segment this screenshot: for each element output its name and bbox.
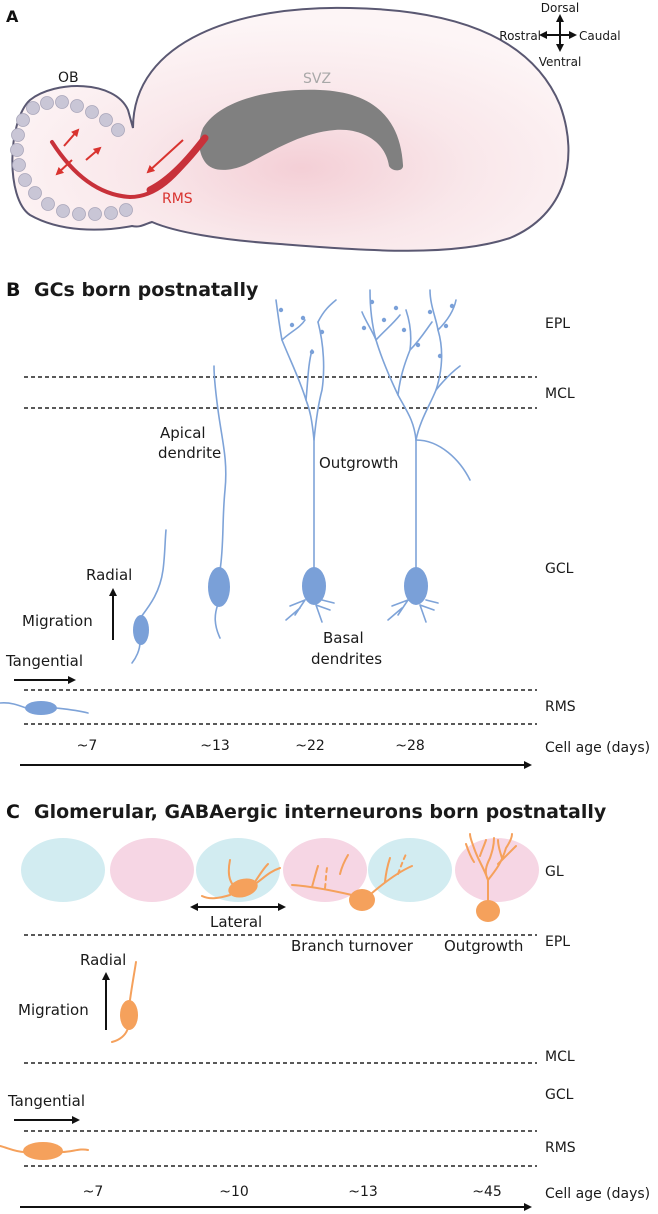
panel-c-letter: C <box>6 801 20 823</box>
gc-radial-cell <box>131 529 167 664</box>
rms-label: RMS <box>162 191 193 207</box>
age-b-2: ~22 <box>295 738 325 754</box>
migration-label-b: Migration <box>22 612 93 630</box>
panel-b-title: GCs born postnatally <box>34 279 259 301</box>
layer-mcl-c: MCL <box>545 1049 575 1065</box>
layer-rms-b: RMS <box>545 699 576 715</box>
panel-a: A SVZ OB <box>6 1 621 252</box>
panel-c: C Glomerular, GABAergic interneurons bor… <box>0 801 650 1211</box>
age-c-3: ~45 <box>472 1184 502 1200</box>
layer-gl-c: GL <box>545 864 564 880</box>
svz-region <box>199 89 404 171</box>
interneuron-outgrowth-cell <box>465 833 517 922</box>
age-b-1: ~13 <box>200 738 230 754</box>
branch-turnover-label: Branch turnover <box>291 937 414 955</box>
layer-epl-b: EPL <box>545 316 570 332</box>
lateral-label: Lateral <box>210 913 262 931</box>
ob-cell-dots <box>10 95 133 221</box>
tangential-label-c: Tangential <box>7 1092 85 1110</box>
radial-label-b: Radial <box>86 566 132 584</box>
age-axis-label-c: Cell age (days) <box>545 1186 650 1202</box>
gc-outgrowth-cell <box>275 299 337 623</box>
compass-caudal: Caudal <box>579 29 621 43</box>
layer-rms-c: RMS <box>545 1140 576 1156</box>
gc-mature-cell <box>361 289 471 623</box>
age-b-3: ~28 <box>395 738 425 754</box>
gc-apical-dendrite-cell <box>208 365 230 639</box>
panel-b: B GCs born postnatally EPL MCL GCL RMS T… <box>0 279 650 769</box>
svz-label: SVZ <box>303 71 331 87</box>
panel-b-letter: B <box>6 279 20 301</box>
radial-label-c: Radial <box>80 951 126 969</box>
gc-tangential-cell <box>0 701 89 715</box>
migration-label-c: Migration <box>18 1001 89 1019</box>
migration-arrows <box>55 128 184 176</box>
age-c-0: ~7 <box>83 1184 104 1200</box>
interneuron-radial-cell <box>111 961 138 1043</box>
compass-dorsal: Dorsal <box>541 1 579 15</box>
basal-label-1: Basal <box>323 629 364 647</box>
age-b-0: ~7 <box>77 738 98 754</box>
tangential-label-b: Tangential <box>5 652 83 670</box>
age-axis-label-b: Cell age (days) <box>545 740 650 756</box>
interneuron-lateral-cell <box>201 859 281 900</box>
interneuron-branch-turnover-cell <box>291 851 413 911</box>
outgrowth-label-c: Outgrowth <box>444 937 523 955</box>
compass-ventral: Ventral <box>539 55 582 69</box>
age-c-1: ~10 <box>219 1184 249 1200</box>
compass-rostral: Rostral <box>499 29 541 43</box>
age-c-2: ~13 <box>348 1184 378 1200</box>
basal-label-2: dendrites <box>311 650 382 668</box>
glomeruli <box>21 838 539 902</box>
layer-epl-c: EPL <box>545 934 570 950</box>
rms-thick-segment <box>146 134 209 194</box>
ob-label: OB <box>58 70 79 86</box>
outgrowth-label-b: Outgrowth <box>319 454 398 472</box>
panel-c-title: Glomerular, GABAergic interneurons born … <box>34 801 607 823</box>
apical-label-1: Apical <box>160 424 206 442</box>
layer-gcl-b: GCL <box>545 561 574 577</box>
layer-mcl-b: MCL <box>545 386 575 402</box>
apical-label-2: dendrite <box>158 444 221 462</box>
panel-a-letter: A <box>6 7 19 26</box>
layer-gcl-c: GCL <box>545 1087 574 1103</box>
interneuron-tangential-cell <box>0 1142 89 1160</box>
orientation-compass: Dorsal Ventral Rostral Caudal <box>499 1 620 69</box>
